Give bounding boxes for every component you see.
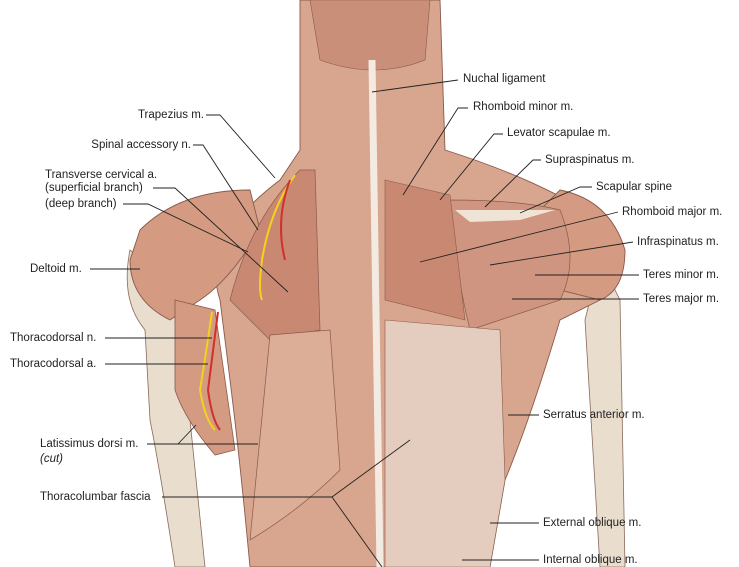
scapular-spine: [455, 210, 555, 222]
label-thoracodorsal-n: Thoracodorsal n.: [10, 332, 97, 344]
label-deep-branch: (deep branch): [45, 198, 117, 210]
label-levator-scapulae: Levator scapulae m.: [507, 127, 611, 139]
thoracolumbar-fascia: [384, 319, 506, 567]
label-trapezius: Trapezius m.: [137, 109, 204, 121]
transverse-cervical-artery: [280, 179, 291, 261]
latissimus-dorsi-cut: [174, 299, 236, 456]
spinal-accessory-nerve: [259, 174, 296, 301]
thoracodorsal-nerve: [198, 311, 216, 431]
label-supraspinatus: Supraspinatus m.: [545, 154, 635, 166]
label-rhomboid-major: Rhomboid major m.: [622, 206, 723, 218]
label-infraspinatus: Infraspinatus m.: [637, 236, 719, 248]
label-teres-major: Teres major m.: [643, 293, 720, 305]
trapezius-reflected: [229, 169, 321, 341]
label-external-oblique: External oblique m.: [543, 517, 642, 529]
label-transverse-cervical: Transverse cervical a.: [45, 169, 158, 181]
neck: [309, 0, 431, 71]
thoracodorsal-artery: [206, 311, 221, 431]
label-nuchal-ligament: Nuchal ligament: [463, 73, 546, 85]
label-serratus-anterior: Serratus anterior m.: [543, 409, 645, 421]
label-latissimus-dorsi: Latissimus dorsi m.: [40, 438, 139, 450]
label-thoracolumbar-fascia: Thoracolumbar fascia: [40, 491, 151, 503]
leader-lines: [90, 79, 639, 567]
rhomboids: [384, 179, 466, 321]
label-scapular-spine: Scapular spine: [596, 181, 673, 193]
label-deltoid: Deltoid m.: [30, 263, 82, 275]
latissimus-dorsi-left: [249, 329, 341, 541]
label-teres-minor: Teres minor m.: [643, 269, 720, 281]
spine: [368, 59, 384, 567]
label-cut: (cut): [40, 453, 63, 465]
label-thoracodorsal-a: Thoracodorsal a.: [10, 358, 97, 370]
label-internal-oblique: Internal oblique m.: [543, 554, 638, 566]
right-arm: [584, 258, 626, 567]
label-superficial-branch: (superficial branch): [45, 182, 143, 194]
label-rhomboid-minor: Rhomboid minor m.: [473, 101, 574, 113]
left-deltoid: [129, 189, 261, 321]
label-spinal-accessory: Spinal accessory n.: [91, 139, 191, 151]
